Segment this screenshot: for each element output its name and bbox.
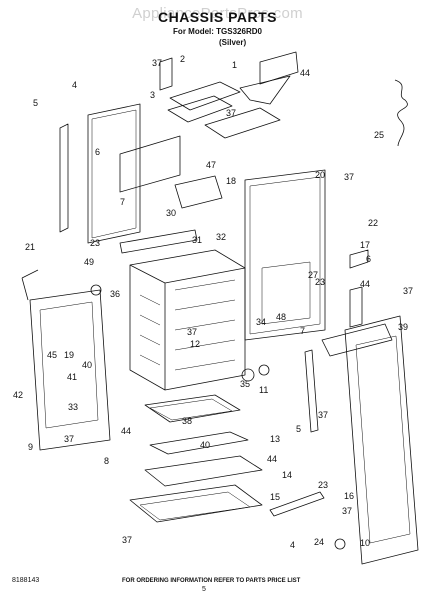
callout-14: 14 <box>282 470 292 480</box>
callout-37: 37 <box>226 108 236 118</box>
manifold <box>119 229 198 254</box>
callout-9: 9 <box>28 442 33 452</box>
callout-44: 44 <box>300 68 310 78</box>
callout-37: 37 <box>187 327 197 337</box>
callout-25: 25 <box>374 130 384 140</box>
ordering-note: FOR ORDERING INFORMATION REFER TO PARTS … <box>122 578 301 584</box>
callout-8: 8 <box>104 456 109 466</box>
callout-16: 16 <box>344 491 354 501</box>
callout-38: 38 <box>182 416 192 426</box>
callout-40: 40 <box>82 360 92 370</box>
left-insulation <box>119 135 181 193</box>
watermark: AppliancePartsPros.com <box>132 5 303 22</box>
callout-23: 23 <box>318 480 328 490</box>
callout-37: 37 <box>344 172 354 182</box>
callout-44: 44 <box>121 426 131 436</box>
callout-10: 10 <box>360 538 370 548</box>
callout-15: 15 <box>270 492 280 502</box>
doc-number: 8188143 <box>12 577 40 584</box>
callout-22: 22 <box>368 218 378 228</box>
callout-11: 11 <box>259 385 268 395</box>
oven-liner <box>129 249 246 391</box>
callout-40: 40 <box>200 440 210 450</box>
callout-44: 44 <box>267 454 277 464</box>
callout-20: 20 <box>315 170 325 180</box>
callout-13: 13 <box>270 434 280 444</box>
callout-1: 1 <box>232 60 237 70</box>
front-frame <box>29 289 111 451</box>
color-note: (Silver) <box>219 38 247 47</box>
callout-5: 5 <box>33 98 38 108</box>
oven-door <box>344 315 419 565</box>
drawer-slide <box>269 491 325 517</box>
diagram-title: CHASSIS PARTS <box>157 9 278 25</box>
callout-33: 33 <box>68 402 78 412</box>
page-number: 5 <box>202 586 206 593</box>
callout-37: 37 <box>403 286 413 296</box>
callout-48: 48 <box>276 312 286 322</box>
callout-21: 21 <box>25 242 35 252</box>
callout-36: 36 <box>110 289 120 299</box>
burner-tube <box>149 431 249 455</box>
callout-37: 37 <box>64 434 74 444</box>
callout-7: 7 <box>300 326 305 336</box>
callout-6: 6 <box>95 147 100 157</box>
callout-7: 7 <box>120 197 125 207</box>
knob <box>241 368 255 382</box>
power-cord <box>394 79 408 147</box>
callout-34: 34 <box>256 317 266 327</box>
callout-37: 37 <box>152 58 162 68</box>
left-side-panel <box>87 103 141 244</box>
drawer-body <box>129 484 263 523</box>
callout-23: 23 <box>90 238 100 248</box>
callout-3: 3 <box>150 90 155 100</box>
model-subtitle: For Model: TGS326RD0 <box>173 27 262 36</box>
callout-6: 6 <box>366 254 371 264</box>
burner-grate-2 <box>239 75 291 105</box>
burner-tray <box>169 81 241 111</box>
callout-4: 4 <box>72 80 77 90</box>
callout-30: 30 <box>166 208 176 218</box>
valve-assembly <box>174 175 223 209</box>
callout-45: 45 <box>47 350 57 360</box>
callout-37: 37 <box>122 535 132 545</box>
callout-24: 24 <box>314 537 324 547</box>
callout-4: 4 <box>290 540 295 550</box>
callout-12: 12 <box>190 339 200 349</box>
burner-tray-2 <box>204 107 281 139</box>
callout-37: 37 <box>318 410 328 420</box>
callout-32: 32 <box>216 232 226 242</box>
callout-18: 18 <box>226 176 236 186</box>
oven-bottom <box>144 394 241 423</box>
door-handle <box>304 349 319 433</box>
ignitor-bracket <box>159 57 173 91</box>
callout-5: 5 <box>296 424 301 434</box>
callout-31: 31 <box>192 235 202 245</box>
callout-27: 27 <box>308 270 318 280</box>
callout-44: 44 <box>360 279 370 289</box>
callout-23: 23 <box>315 277 325 287</box>
callout-39: 39 <box>398 322 408 332</box>
right-bracket <box>349 249 369 269</box>
callout-19: 19 <box>64 350 74 360</box>
door-glass <box>321 323 393 357</box>
burner-grate-1 <box>259 51 299 85</box>
broil-pan <box>144 455 263 487</box>
callout-47: 47 <box>206 160 216 170</box>
callout-2: 2 <box>180 54 185 64</box>
callout-41: 41 <box>67 372 77 382</box>
callout-35: 35 <box>240 379 250 389</box>
callout-42: 42 <box>13 390 23 400</box>
callout-37: 37 <box>342 506 352 516</box>
callout-49: 49 <box>84 257 94 267</box>
callout-17: 17 <box>360 240 370 250</box>
